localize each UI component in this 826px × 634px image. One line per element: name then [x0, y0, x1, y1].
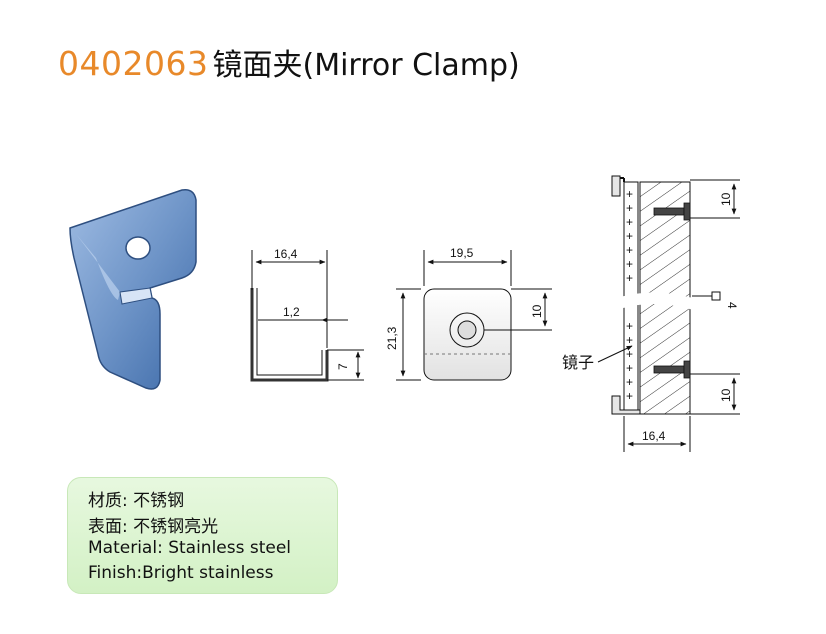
product-code: 0402063: [58, 44, 209, 83]
dim-install-width: 16,4: [642, 429, 666, 443]
product-name: 镜面夹(Mirror Clamp): [212, 48, 520, 83]
spec-material-en: Material: Stainless steel: [88, 538, 292, 558]
svg-text:+: +: [626, 319, 633, 333]
dim-side-width: 16,4: [274, 247, 298, 261]
spec-finish-cn: 表面: 不锈钢亮光: [88, 517, 219, 537]
svg-text:+: +: [626, 271, 633, 285]
svg-text:+: +: [626, 229, 633, 243]
screw-hole: [125, 236, 151, 260]
spec-box: 材质: 不锈钢 表面: 不锈钢亮光 Material: Stainless st…: [67, 477, 338, 594]
dim-side-thickness: 1,2: [283, 305, 300, 319]
svg-text:+: +: [626, 201, 633, 215]
front-view: [396, 250, 552, 381]
dim-install-top: 10: [719, 192, 733, 206]
dim-side-lip: 7: [336, 363, 350, 370]
product-title: 0402063 镜面夹(Mirror Clamp): [58, 40, 520, 84]
svg-text:+: +: [626, 375, 633, 389]
svg-text:+: +: [626, 215, 633, 229]
dim-front-height: 21,3: [385, 326, 399, 350]
svg-text:+: +: [626, 389, 633, 403]
svg-text:+: +: [626, 347, 633, 361]
svg-text:+: +: [626, 257, 633, 271]
mirror-label: 镜子: [562, 353, 594, 372]
spec-finish-en: Finish:Bright stainless: [88, 563, 274, 583]
side-view: [250, 250, 364, 382]
dim-install-bottom: 10: [719, 388, 733, 402]
clamp-3d-render: [69, 188, 197, 390]
svg-text:+: +: [626, 361, 633, 375]
dim-front-hole: 10: [530, 304, 544, 318]
svg-text:+: +: [626, 333, 633, 347]
svg-text:+: +: [626, 243, 633, 257]
dim-front-width: 19,5: [450, 246, 474, 260]
install-section-view: ++ ++ ++ ++ ++ ++ +: [597, 175, 740, 452]
dim-install-gap: 4: [725, 302, 739, 309]
spec-material-cn: 材质: 不锈钢: [88, 491, 185, 511]
svg-text:+: +: [626, 187, 633, 201]
